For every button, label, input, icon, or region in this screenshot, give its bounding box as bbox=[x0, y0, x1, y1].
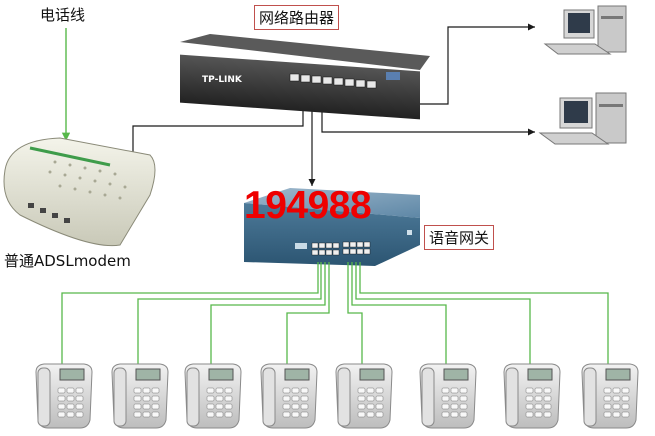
computer-2 bbox=[538, 92, 627, 145]
telephones bbox=[35, 363, 639, 429]
telephone bbox=[260, 363, 318, 429]
phone-lines bbox=[61, 262, 609, 365]
modem-label: 普通ADSLmodem bbox=[4, 252, 131, 270]
router-brand-text: TP-LINK bbox=[202, 75, 243, 85]
telephone bbox=[503, 363, 561, 429]
gateway-label: 语音网关 bbox=[424, 225, 495, 250]
voice-gateway bbox=[244, 188, 420, 266]
telephone bbox=[111, 363, 169, 429]
watermark-number: 194988 bbox=[244, 184, 372, 227]
telephone bbox=[419, 363, 477, 429]
router-label: 网络路由器 bbox=[254, 5, 340, 30]
telephone bbox=[184, 363, 242, 429]
adsl-modem bbox=[3, 137, 156, 247]
network-router: TP-LINK bbox=[180, 34, 430, 120]
telephone bbox=[335, 363, 393, 429]
phone-line-label: 电话线 bbox=[40, 6, 86, 24]
telephone bbox=[581, 363, 639, 429]
computer-1 bbox=[543, 5, 627, 55]
telephone bbox=[35, 363, 93, 429]
